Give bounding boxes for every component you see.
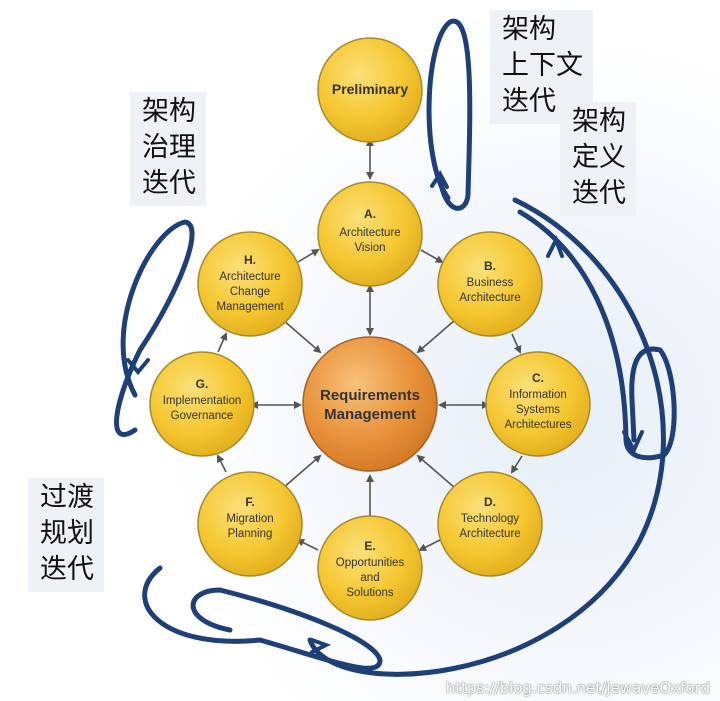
node-e: E. Opportunities and Solutions — [317, 515, 423, 621]
definition-iteration-line-3: 迭代 — [572, 178, 626, 209]
node-e-letter: E. — [364, 539, 375, 553]
definition-iteration-line-1: 架构 — [572, 106, 626, 137]
definition-iteration-label: 架构 定义 迭代 — [560, 102, 636, 216]
context-iteration-label: 架构 上下文 迭代 — [490, 10, 593, 124]
node-g-letter: G. — [196, 377, 209, 391]
node-a: A. Architecture Vision — [317, 181, 423, 287]
transition-iteration-arrowhead — [310, 638, 332, 654]
node-b-line-2: Architecture — [459, 292, 520, 304]
node-c-line-2: Systems — [516, 404, 560, 416]
node-h-line-2: Change — [230, 286, 270, 298]
node-center-line-2: Management — [324, 406, 416, 423]
node-center-line-1: Requirements — [320, 387, 420, 404]
governance-iteration-line-1: 架构 — [142, 96, 196, 127]
node-e-line-3: Solutions — [346, 587, 394, 599]
governance-iteration-arrowhead — [126, 358, 150, 376]
context-iteration-line-1: 架构 — [502, 14, 556, 45]
definition-iteration-line-2: 定义 — [572, 142, 626, 173]
connector-arrows — [217, 138, 523, 551]
transition-iteration-label: 过渡 规划 迭代 — [28, 478, 104, 592]
node-center: Requirements Management — [302, 336, 438, 472]
node-h-letter: H. — [244, 253, 256, 267]
node-c: C. Information Systems Architectures — [485, 351, 591, 457]
node-f-line-2: Planning — [228, 528, 273, 540]
arrow-f-g — [217, 454, 227, 473]
definition-iteration-arrowhead — [622, 430, 644, 455]
node-g-line-1: Implementation — [163, 395, 242, 407]
definition-iteration-top-arrowhead — [546, 235, 564, 258]
arrow-d-center — [416, 454, 460, 492]
arrow-b-center — [416, 316, 460, 354]
node-a-letter: A. — [364, 207, 376, 221]
arrow-h-center — [278, 316, 322, 354]
node-c-letter: C. — [532, 371, 544, 385]
context-iteration-line-2: 上下文 — [502, 50, 583, 81]
node-preliminary: Preliminary — [317, 37, 423, 143]
node-preliminary-label: Preliminary — [332, 81, 408, 97]
node-b-line-1: Business — [467, 277, 514, 289]
node-d-line-2: Architecture — [459, 528, 520, 540]
arrow-g-h — [217, 332, 228, 353]
node-f: F. Migration Planning — [197, 471, 303, 577]
arrow-a-b — [420, 249, 444, 263]
governance-iteration-label: 架构 治理 迭代 — [130, 92, 206, 206]
governance-iteration-line-2: 治理 — [142, 132, 196, 163]
node-h-line-1: Architecture — [219, 271, 280, 283]
node-f-line-1: Migration — [226, 513, 273, 525]
node-g: G. Implementation Governance — [149, 351, 255, 457]
node-d: D. Technology Architecture — [437, 471, 543, 577]
context-iteration-loop — [426, 18, 473, 211]
context-iteration-line-3: 迭代 — [502, 86, 556, 117]
node-a-line-1: Architecture — [339, 227, 400, 239]
node-b: B. Business Architecture — [437, 231, 543, 337]
node-c-line-3: Architectures — [504, 419, 571, 431]
watermark: https://blog.csdn.net/JewaveOxford — [445, 679, 710, 697]
node-e-line-1: Opportunities — [336, 557, 405, 569]
arrow-c-d — [510, 455, 523, 474]
arrow-h-a — [297, 248, 320, 263]
context-iteration-arrowhead — [430, 170, 449, 189]
transition-iteration-loop — [142, 565, 383, 671]
node-d-letter: D. — [484, 495, 496, 509]
node-b-letter: B. — [484, 259, 496, 273]
node-f-letter: F. — [245, 495, 254, 509]
transition-iteration-line-1: 过渡 — [40, 482, 94, 513]
definition-iteration-inner-loop — [517, 209, 677, 461]
definition-iteration-outer-loop — [307, 197, 666, 677]
node-g-line-2: Governance — [171, 410, 234, 422]
governance-iteration-loop — [114, 219, 195, 437]
arrow-b-c — [511, 333, 522, 354]
transition-iteration-line-2: 规划 — [40, 518, 94, 549]
arrow-d-e — [418, 539, 441, 551]
node-e-line-2: and — [360, 572, 379, 584]
node-a-line-2: Vision — [354, 242, 385, 254]
node-c-line-1: Information — [509, 389, 567, 401]
node-h-line-3: Management — [216, 301, 284, 313]
node-d-line-1: Technology — [461, 513, 519, 525]
node-h: H. Architecture Change Management — [197, 231, 303, 337]
governance-iteration-line-3: 迭代 — [142, 168, 196, 199]
transition-iteration-line-3: 迭代 — [40, 554, 94, 585]
arrow-f-center — [278, 454, 322, 492]
iteration-loops — [114, 18, 677, 677]
arrow-e-f — [296, 539, 319, 551]
